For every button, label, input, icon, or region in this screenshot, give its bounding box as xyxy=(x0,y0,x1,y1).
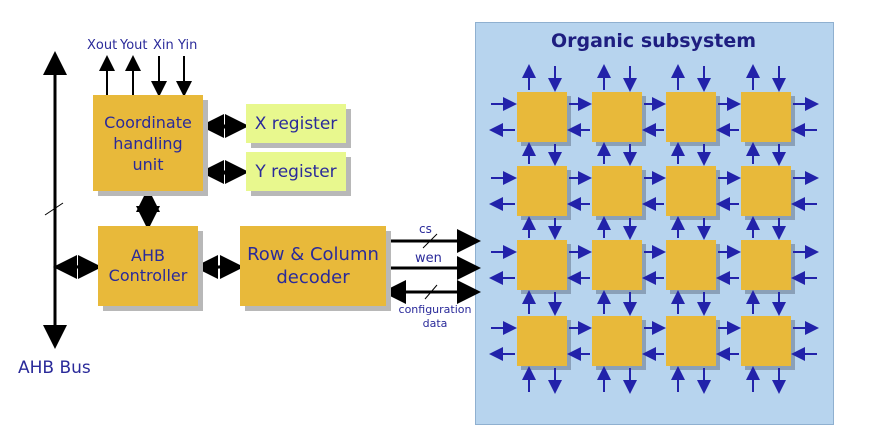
yin-label: Yin xyxy=(178,38,198,53)
cs-label: cs xyxy=(419,222,432,236)
organic-cell xyxy=(741,240,791,290)
config-label-line-1: configuration xyxy=(398,303,472,316)
config-label-line-2: data xyxy=(422,317,448,330)
coordinate-line-1: Coordinate xyxy=(104,112,192,132)
organic-cell xyxy=(592,166,642,216)
decoder-line-2: decoder xyxy=(276,267,350,288)
x-register: X register xyxy=(246,104,346,143)
coordinate-line-2: handling xyxy=(113,133,183,153)
organic-cell xyxy=(741,166,791,216)
y-register: Y register xyxy=(246,152,346,191)
organic-cell xyxy=(666,240,716,290)
organic-subsystem-title: Organic subsystem xyxy=(550,30,757,52)
organic-cell xyxy=(666,166,716,216)
organic-cell xyxy=(517,316,567,366)
organic-cell xyxy=(592,316,642,366)
row-column-decoder: Row & Column decoder xyxy=(240,226,386,306)
decoder-line-1: Row & Column xyxy=(247,244,379,265)
config-label: configuration data xyxy=(394,303,476,331)
coordinate-line-3: unit xyxy=(132,154,164,174)
organic-cell xyxy=(741,316,791,366)
organic-cell xyxy=(666,92,716,142)
wen-label: wen xyxy=(415,251,442,266)
organic-cell xyxy=(666,316,716,366)
xin-label: Xin xyxy=(153,38,174,53)
yout-label: Yout xyxy=(120,38,148,53)
organic-cell xyxy=(517,240,567,290)
organic-cell xyxy=(592,240,642,290)
xout-label: Xout xyxy=(87,38,118,53)
ahb-controller: AHB Controller xyxy=(98,226,198,306)
coordinate-handling-unit: Coordinate handling unit xyxy=(93,95,203,191)
ahb-line-2: Controller xyxy=(108,266,188,285)
organic-cell xyxy=(517,92,567,142)
ahb-line-1: AHB xyxy=(131,246,165,265)
organic-cell xyxy=(741,92,791,142)
ahb-bus-label: AHB Bus xyxy=(18,358,91,378)
organic-cell xyxy=(517,166,567,216)
organic-cell xyxy=(592,92,642,142)
